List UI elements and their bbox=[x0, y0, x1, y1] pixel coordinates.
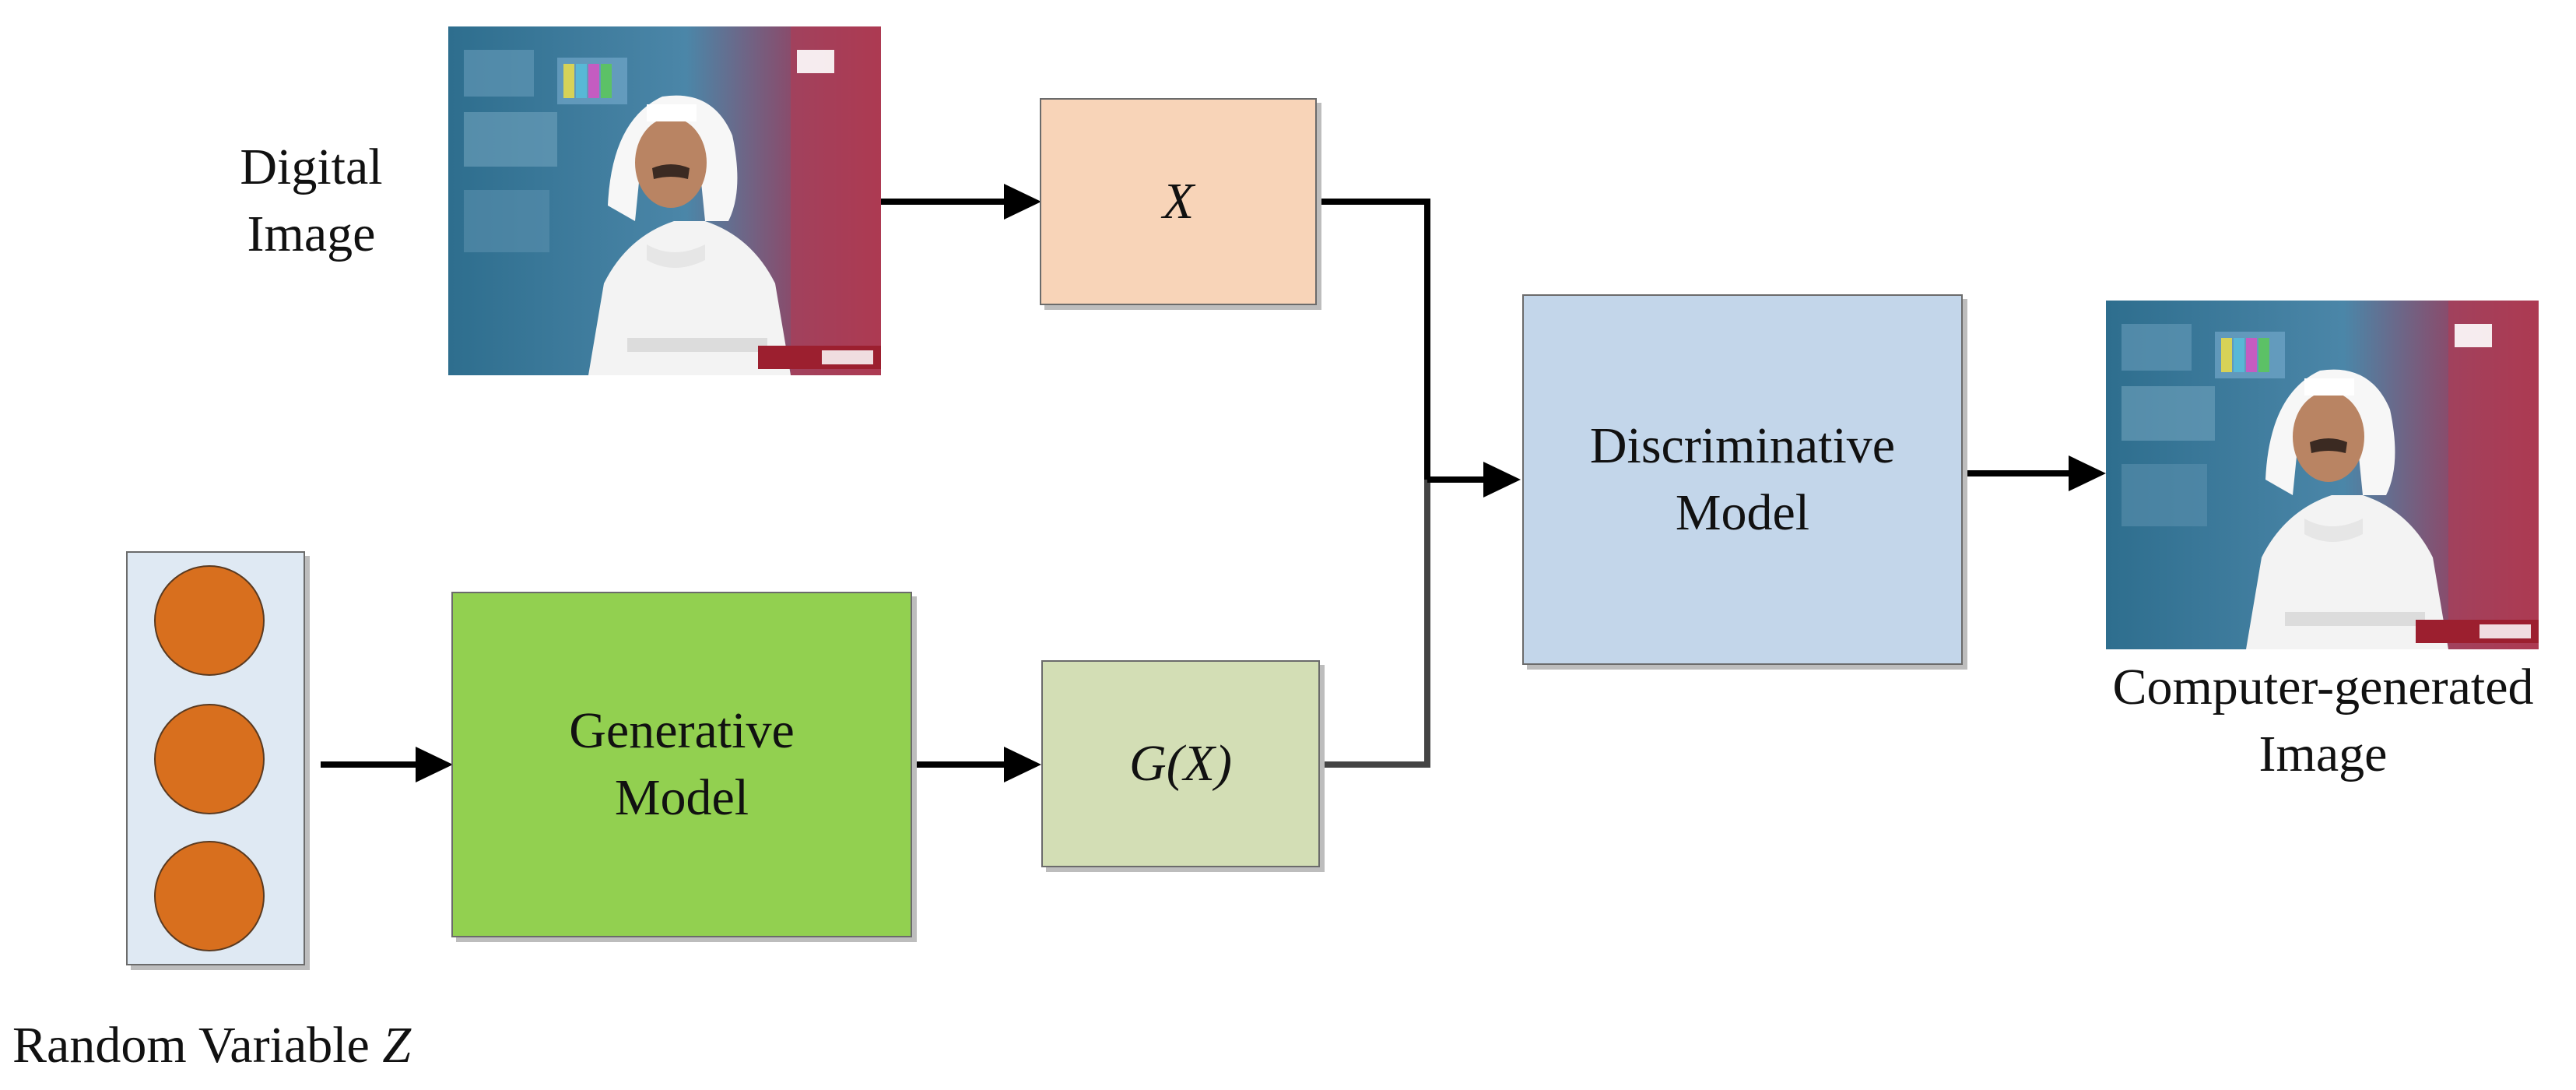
arrowhead-image-to-x bbox=[1004, 184, 1041, 220]
random-variable-prefix: Random Variable bbox=[12, 1017, 383, 1074]
discriminative-model-line2: Model bbox=[1675, 484, 1810, 541]
generated-news-anchor-picture bbox=[2106, 301, 2539, 649]
random-variable-label: Random Variable Z bbox=[12, 1012, 511, 1079]
x-box: X bbox=[1040, 98, 1317, 305]
digital-image-label-line2: Image bbox=[247, 205, 376, 262]
discriminative-model-box: Discriminative Model bbox=[1522, 294, 1963, 665]
digital-image-label: Digital Image bbox=[210, 134, 412, 268]
discriminative-model-line1: Discriminative bbox=[1589, 417, 1896, 475]
noise-circle-3 bbox=[154, 841, 265, 951]
generative-model-line2: Model bbox=[614, 769, 749, 826]
gx-box-label: G(X) bbox=[1129, 735, 1232, 793]
computer-generated-label: Computer-generated Image bbox=[2070, 654, 2576, 788]
news-anchor-picture bbox=[448, 26, 881, 375]
generative-model-line1: Generative bbox=[569, 702, 795, 760]
digital-image-label-line1: Digital bbox=[240, 139, 383, 195]
arrowhead-generator-to-gx bbox=[1004, 747, 1041, 782]
random-variable-panel bbox=[126, 551, 305, 965]
computer-generated-photo bbox=[2106, 301, 2539, 649]
x-box-label: X bbox=[1162, 173, 1195, 230]
wire-x-to-junction bbox=[1315, 199, 1430, 480]
arrowhead-noise-to-generator bbox=[416, 747, 453, 782]
arrowhead-junction-to-discriminator bbox=[1483, 462, 1521, 498]
generative-model-box: Generative Model bbox=[451, 592, 912, 937]
noise-circle-1 bbox=[154, 565, 265, 676]
gx-box: G(X) bbox=[1041, 660, 1320, 867]
computer-generated-label-line1: Computer-generated bbox=[2112, 659, 2534, 716]
arrowhead-discriminator-to-output bbox=[2069, 455, 2106, 491]
wire-gx-to-junction bbox=[1318, 480, 1430, 768]
digital-image-photo bbox=[448, 26, 881, 375]
noise-circle-2 bbox=[154, 704, 265, 814]
random-variable-symbol: Z bbox=[382, 1017, 412, 1074]
computer-generated-label-line2: Image bbox=[2258, 725, 2388, 782]
